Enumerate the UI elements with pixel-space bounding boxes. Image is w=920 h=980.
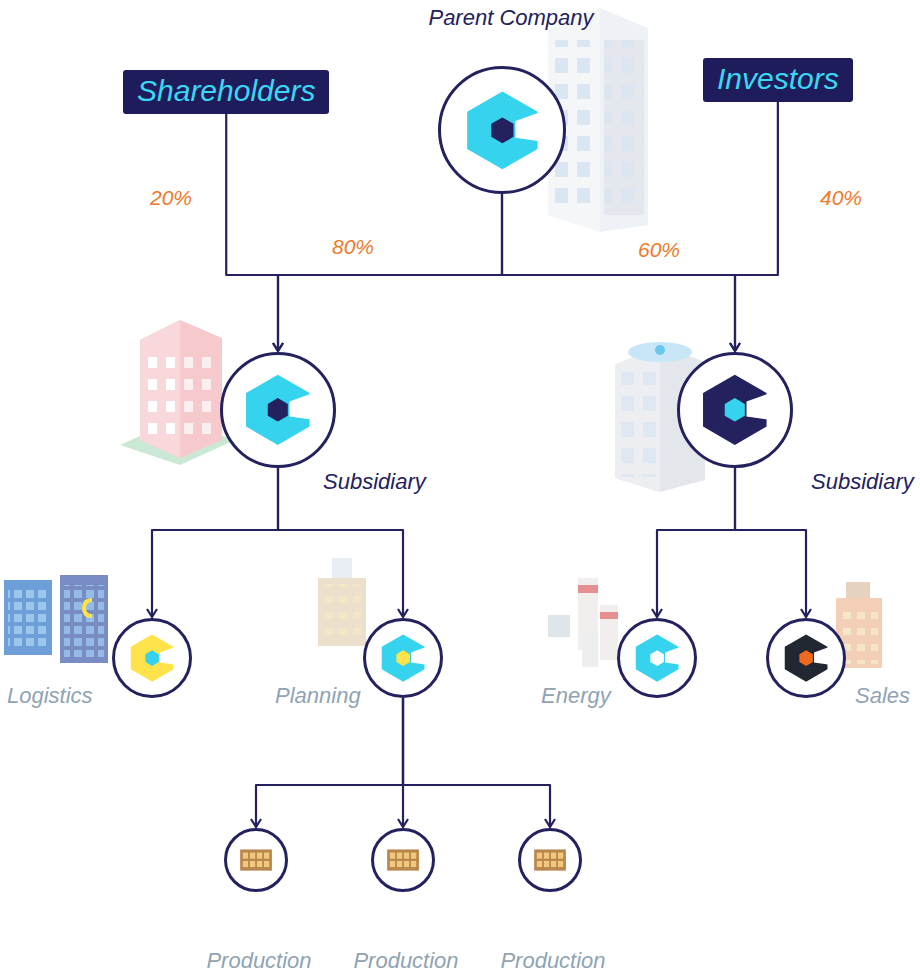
ownership-percent: 40% [818,186,864,210]
planning-building [318,558,366,646]
company-circle: Production [224,828,288,892]
ownership-percent: 60% [636,238,682,262]
factory-icon [528,838,572,882]
company-logo [629,630,685,686]
stakeholder-box: Investors [703,58,853,102]
node-label: Subsidiary [323,469,426,495]
ownership-connector [403,698,550,827]
ownership-connector [657,468,735,617]
company-logo [456,84,549,177]
ownership-connector [735,102,778,351]
factory-icon [381,838,425,882]
ownership-percent: 20% [148,186,194,210]
node-label: Subsidiary [811,469,914,495]
box-label: Shareholders [137,74,315,108]
stakeholder-box: Shareholders [123,70,329,114]
company-circle: Logistics [112,618,192,698]
subsidiary-building [120,320,235,465]
node-label: Planning [275,683,361,709]
company-circle: Energy [617,618,697,698]
company-circle: Parent Company [438,66,566,194]
ownership-connector [256,698,403,827]
company-circle: Production [518,828,582,892]
company-circle: Subsidiary [220,352,336,468]
ownership-connector [502,194,735,351]
company-logo [236,368,320,452]
ownership-connector [226,114,278,351]
company-logo [693,368,777,452]
company-logo [778,630,834,686]
box-label: Investors [717,62,839,96]
node-label: Parent Company [391,5,631,31]
company-circle: Production [371,828,435,892]
node-label: Energy [541,683,611,709]
energy-tanks [548,578,618,667]
company-circle: Sales [766,618,846,698]
node-label: Production [433,948,673,974]
ownership-connector [278,194,502,351]
company-logo [124,630,180,686]
ownership-connector [735,468,806,617]
ownership-connector [152,468,278,617]
ownership-percent: 80% [330,235,376,259]
node-label: Production [286,948,526,974]
node-label: Logistics [7,683,93,709]
company-circle: Planning [363,618,443,698]
company-logo [375,630,431,686]
node-label: Sales [855,683,910,709]
node-label: Production [139,948,379,974]
factory-icon [234,838,278,882]
logistics-buildings [4,575,108,663]
company-circle: Subsidiary [677,352,793,468]
